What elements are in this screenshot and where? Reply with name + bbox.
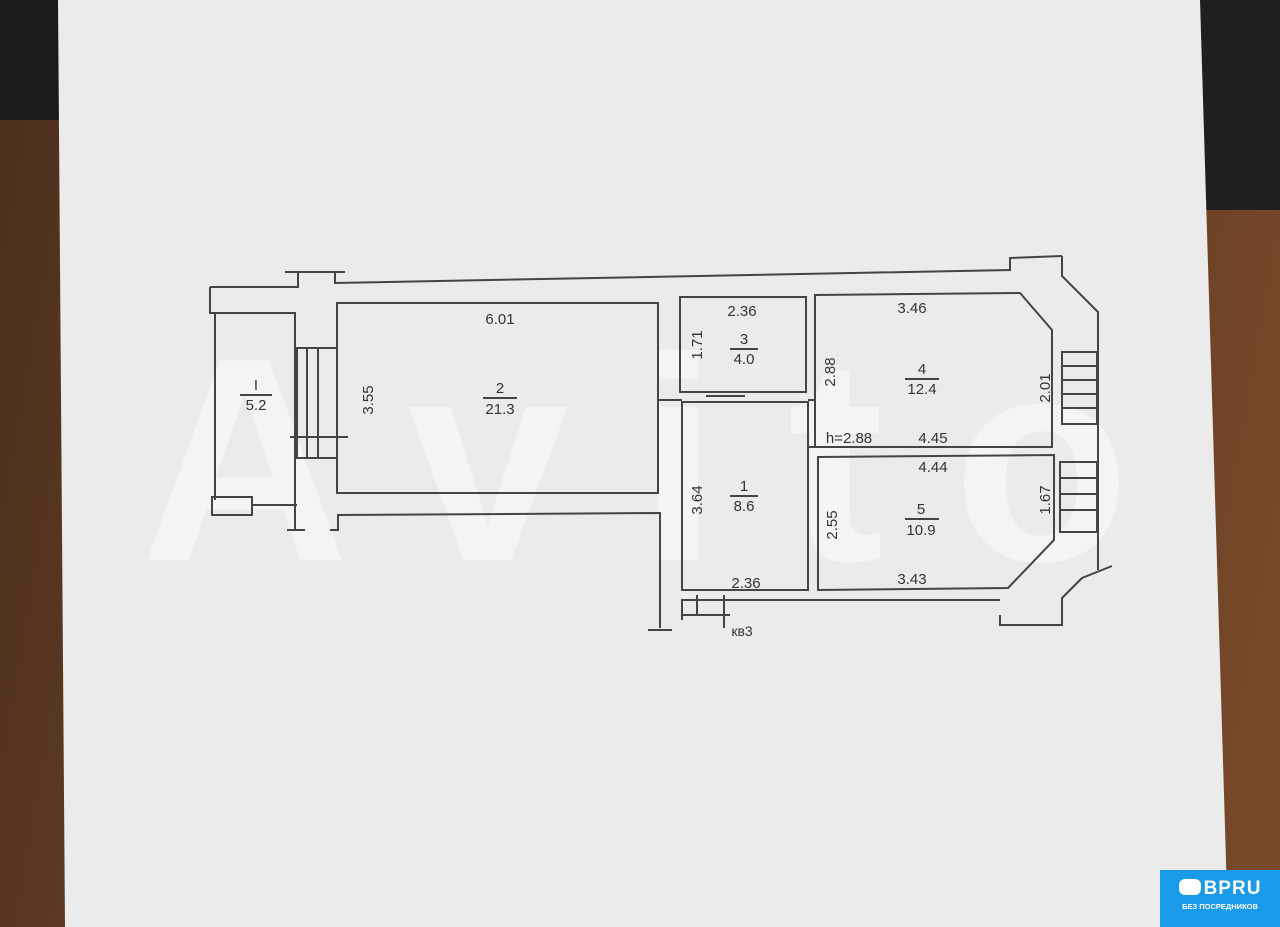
room-5-area: 10.9 — [906, 522, 935, 539]
room-3-height: 1.71 — [689, 330, 706, 359]
room-3-area: 4.0 — [734, 351, 755, 368]
room-2-number: 2 — [496, 380, 504, 397]
paper-sheet — [58, 0, 1228, 927]
room-5-right: 1.67 — [1037, 485, 1054, 514]
room-I-number: I — [254, 377, 258, 394]
room-3-width: 2.36 — [727, 303, 756, 320]
room-1-number: 1 — [740, 478, 748, 495]
room-3-number: 3 — [740, 331, 748, 348]
room-4-bottom: 4.45 — [918, 430, 947, 447]
room-1-width: 2.36 — [731, 575, 760, 592]
ceiling-height: h=2.88 — [826, 430, 872, 447]
logo-brand: BPRU — [1203, 878, 1262, 899]
room-4-area: 12.4 — [907, 381, 936, 398]
room-2-height: 3.55 — [360, 385, 377, 414]
room-1-area: 8.6 — [734, 498, 755, 515]
room-4-top: 3.46 — [897, 300, 926, 317]
room-4-right: 2.01 — [1037, 373, 1054, 402]
room-5-top: 4.44 — [918, 459, 947, 476]
room-4-left: 2.88 — [822, 357, 839, 386]
room-I-area: 5.2 — [246, 397, 267, 414]
room-5-left: 2.55 — [824, 510, 841, 539]
walls — [209, 255, 1113, 631]
bpru-logo[interactable]: BPRU БЕЗ ПОСРЕДНИКОВ — [1160, 870, 1280, 927]
people-key-icon — [1178, 879, 1201, 895]
room-5-number: 5 — [917, 501, 925, 518]
logo-tagline: БЕЗ ПОСРЕДНИКОВ — [1182, 902, 1258, 911]
room-1-height: 3.64 — [689, 485, 706, 514]
room-5-bottom: 3.43 — [897, 571, 926, 588]
room-4-number: 4 — [918, 361, 926, 378]
apartment-label: кв3 — [731, 623, 753, 639]
room-2-area: 21.3 — [485, 401, 514, 418]
room-2-width: 6.01 — [485, 311, 514, 328]
